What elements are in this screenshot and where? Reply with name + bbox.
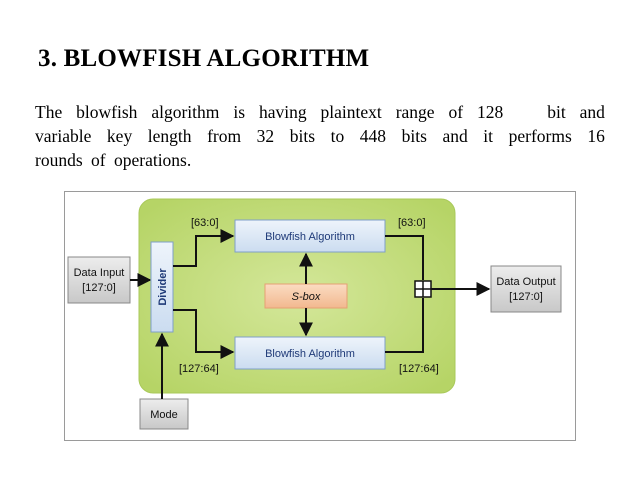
blowfish-bottom-box [234, 336, 386, 370]
data-output-range: [127:0] [509, 291, 543, 303]
mode-label: Mode [150, 409, 178, 421]
blowfish-diagram: Data Input [127:0] Divider Mode [63:0] [… [64, 191, 576, 441]
sbox-box [264, 283, 348, 309]
bottom-output-line [385, 298, 424, 353]
divider-to-top-arrow [173, 229, 235, 267]
top-left-range: [63:0] [191, 217, 219, 229]
bottom-right-range: [127:64] [399, 363, 439, 375]
top-right-range: [63:0] [398, 217, 426, 229]
data-output-box [490, 265, 562, 313]
data-input-label: Data Input [74, 267, 125, 279]
mode-box [139, 398, 189, 430]
sbox-label: S-box [292, 291, 321, 303]
slide-body-paragraph: The blowfish algorithm is having plainte… [35, 100, 605, 172]
divider-label: Divider [157, 268, 169, 306]
blowfish-top-label: Blowfish Algorithm [265, 231, 355, 243]
body-line-1: The blowfish algorithm is having plainte… [35, 102, 605, 122]
divider-to-bottom-arrow [173, 309, 235, 359]
body-line-2: variable key length from 32 bits to 448 … [35, 126, 605, 146]
data-output-label: Data Output [496, 276, 555, 288]
top-output-line [385, 235, 424, 280]
blowfish-diagram-svg: Data Input [127:0] Divider Mode [63:0] [… [67, 198, 562, 430]
bottom-left-range: [127:64] [179, 363, 219, 375]
slide-title: 3. BLOWFISH ALGORITHM [38, 45, 370, 72]
data-input-range: [127:0] [82, 282, 116, 294]
blowfish-top-box [234, 219, 386, 253]
blowfish-bottom-label: Blowfish Algorithm [265, 348, 355, 360]
divider-box [150, 241, 174, 333]
data-input-box [67, 256, 131, 304]
body-line-3: rounds of operations. [35, 150, 192, 170]
